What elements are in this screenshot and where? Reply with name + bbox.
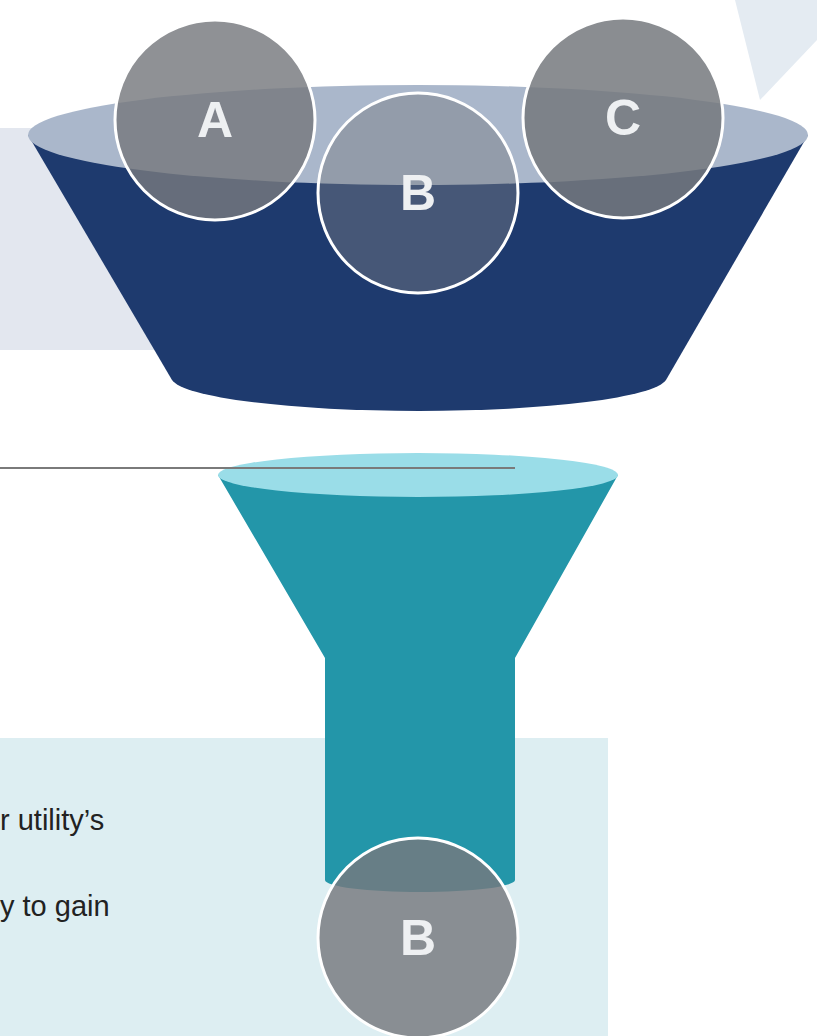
text-panel: r utility’s y to gain (0, 738, 608, 1036)
lower-funnel-rim (218, 453, 618, 497)
corner-triangle (735, 0, 817, 100)
panel-text: r utility’s (0, 804, 104, 837)
circle-node: A (113, 18, 317, 222)
circle-letter: C (521, 16, 725, 220)
circle-letter: A (113, 18, 317, 222)
circle-letter: B (316, 91, 520, 295)
circle-letter: B (316, 836, 520, 1036)
circle-node: B (316, 91, 520, 295)
circle-node: C (521, 16, 725, 220)
panel-text: y to gain (0, 890, 110, 923)
circle-node: B (316, 836, 520, 1036)
leader-line (0, 467, 515, 469)
